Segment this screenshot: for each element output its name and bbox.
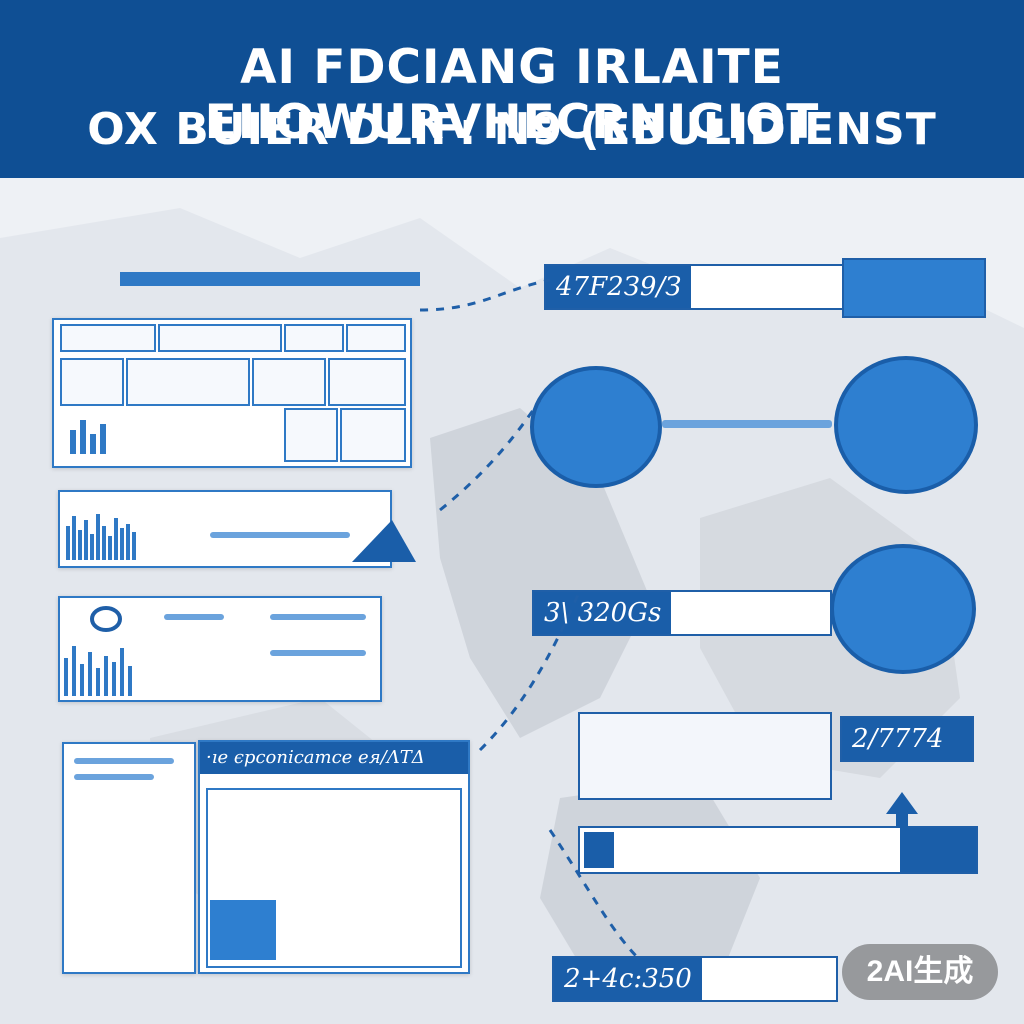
page-subtitle: OX BUIER DLIF: N9 (EBULIDIENST bbox=[87, 104, 937, 155]
stat-value-1: 47F2З9/З bbox=[546, 266, 692, 308]
building-disc bbox=[530, 366, 662, 488]
stat-value-4: 2+4c:350 bbox=[554, 958, 702, 1000]
grid-cell bbox=[284, 324, 344, 352]
progress-callout bbox=[578, 826, 978, 874]
histogram bbox=[66, 514, 136, 560]
page-title: AI FDCIANG IRLAITE EIIOWURVHECRNIGIOT bbox=[204, 40, 820, 150]
progress-line bbox=[74, 758, 174, 764]
report-panel: ·ıe єрсоnісатсе ея/ΛΤΔ bbox=[198, 740, 470, 974]
grid-cell bbox=[60, 324, 156, 352]
report-table bbox=[210, 900, 276, 960]
stat-callout-3: 2/7774 bbox=[840, 716, 974, 762]
machine-illustration bbox=[842, 258, 986, 318]
stat-value-2: 3\ 320Gs bbox=[534, 592, 672, 634]
document-row bbox=[578, 712, 832, 800]
plant-disc bbox=[830, 544, 976, 674]
stat-callout-1: 47F2З9/З bbox=[544, 264, 844, 310]
stat-callout-2: 3\ 320Gs bbox=[532, 590, 832, 636]
grid-cell bbox=[60, 358, 124, 406]
grid-cell bbox=[252, 358, 326, 406]
grid-cell bbox=[346, 324, 406, 352]
progress-line bbox=[74, 774, 154, 780]
progress-line bbox=[210, 532, 350, 538]
histogram bbox=[64, 646, 132, 696]
report-sidebar bbox=[62, 742, 196, 974]
dashboard-panel-list bbox=[58, 596, 382, 702]
stat-callout-4: 2+4c:350 bbox=[552, 956, 838, 1002]
dashboard-panel-grid bbox=[52, 318, 412, 468]
progress-line bbox=[662, 420, 832, 428]
grid-cell bbox=[340, 408, 406, 462]
watermark: 2AI生成 bbox=[842, 944, 998, 1000]
dashboard-panel-chart bbox=[58, 490, 392, 568]
report-heading: ·ıe єрсоnісатсе ея/ΛΤΔ bbox=[200, 742, 468, 774]
connector-lines bbox=[419, 278, 642, 962]
progress-line bbox=[270, 650, 366, 656]
grid-cell bbox=[328, 358, 406, 406]
grid-cell bbox=[126, 358, 250, 406]
header-banner: AI FDCIANG IRLAITE EIIOWURVHECRNIGIOT OX… bbox=[0, 0, 1024, 178]
stat-value-3: 2/7774 bbox=[842, 718, 954, 760]
progress-line bbox=[270, 614, 366, 620]
progress-line bbox=[164, 614, 224, 620]
bar-chart-icon bbox=[70, 420, 106, 454]
arrow-up-icon bbox=[886, 792, 918, 828]
grid-cell bbox=[158, 324, 282, 352]
ring-icon bbox=[90, 606, 122, 632]
globe-disc bbox=[834, 356, 978, 494]
grid-cell bbox=[284, 408, 338, 462]
panel-header-stripe bbox=[120, 272, 420, 286]
triangle-marker bbox=[352, 520, 416, 562]
